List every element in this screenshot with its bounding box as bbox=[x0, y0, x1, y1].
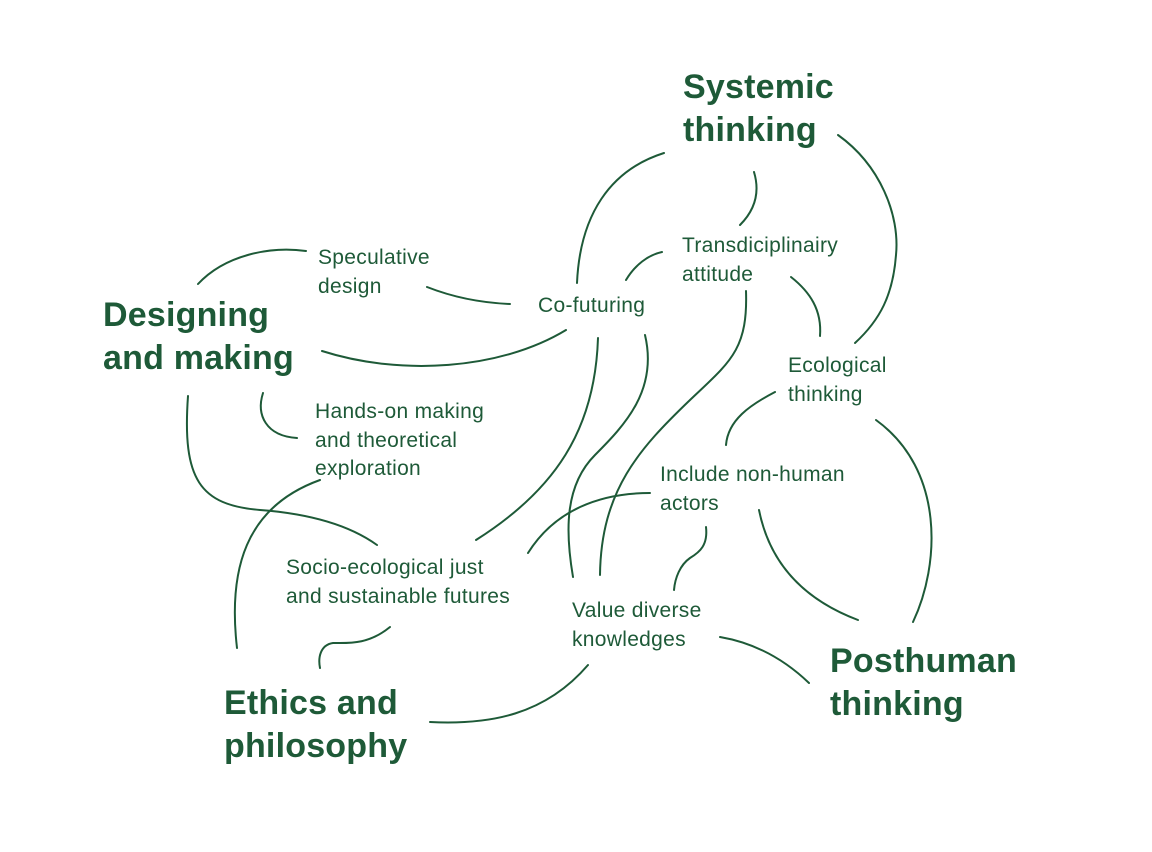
concept-transdisciplinary-attitude: Transdiciplinairy attitude bbox=[682, 234, 839, 286]
connector-transdisciplinary-to-valuediverse bbox=[599, 290, 748, 576]
connector-ecological-to-posthuman bbox=[875, 419, 933, 623]
connector-designing-to-socioecological bbox=[185, 395, 378, 546]
connector-handson-to-ethics bbox=[233, 479, 321, 649]
connector-speculative-to-designing bbox=[197, 248, 307, 285]
concept-co-futuring: Co-futuring bbox=[538, 294, 646, 317]
connector-cofuturing-to-transdisciplinary bbox=[625, 251, 663, 281]
concept-value-diverse-knowledges: Value diverse knowledges bbox=[572, 599, 702, 651]
concept-socio-ecological-futures: Socio-ecological just and sustainable fu… bbox=[286, 556, 511, 608]
theme-systemic-thinking: Systemic thinking bbox=[683, 68, 834, 149]
connector-nonhuman-to-posthuman bbox=[758, 509, 859, 621]
concept-speculative-design: Speculative design bbox=[318, 246, 430, 298]
connector-systemic-to-ecological bbox=[837, 134, 898, 344]
connector-nonhuman-to-socioecological bbox=[527, 492, 651, 554]
connector-cofuturing-to-systemic bbox=[576, 152, 665, 284]
concept-include-non-human-actors: Include non-human actors bbox=[660, 463, 845, 515]
connector-cofuturing-to-socioecological bbox=[475, 337, 599, 541]
connector-nonhuman-to-valuediverse bbox=[673, 526, 708, 591]
theme-designing-and-making: Designing and making bbox=[103, 296, 294, 377]
connector-systemic-to-transdisciplinary bbox=[739, 171, 758, 226]
connector-cofuturing-to-valuediverse bbox=[567, 334, 649, 578]
theme-ethics-and-philosophy: Ethics and philosophy bbox=[224, 684, 408, 765]
connector-designing-to-cofuturing bbox=[321, 329, 567, 367]
theme-posthuman-thinking: Posthuman thinking bbox=[830, 642, 1017, 723]
connector-socioecological-to-ethics bbox=[318, 626, 391, 669]
connector-valuediverse-to-ethics bbox=[429, 664, 589, 724]
connector-transdisciplinary-to-ecological bbox=[790, 276, 822, 337]
concept-ecological-thinking: Ecological thinking bbox=[788, 354, 887, 406]
connector-designing-to-handson bbox=[259, 392, 298, 439]
concept-hands-on-making: Hands-on making and theoretical explorat… bbox=[315, 400, 485, 480]
connector-valuediverse-to-posthuman bbox=[719, 636, 810, 684]
connector-ecological-to-nonhuman bbox=[725, 391, 776, 446]
connector-speculative-to-cofuturing bbox=[426, 286, 511, 305]
